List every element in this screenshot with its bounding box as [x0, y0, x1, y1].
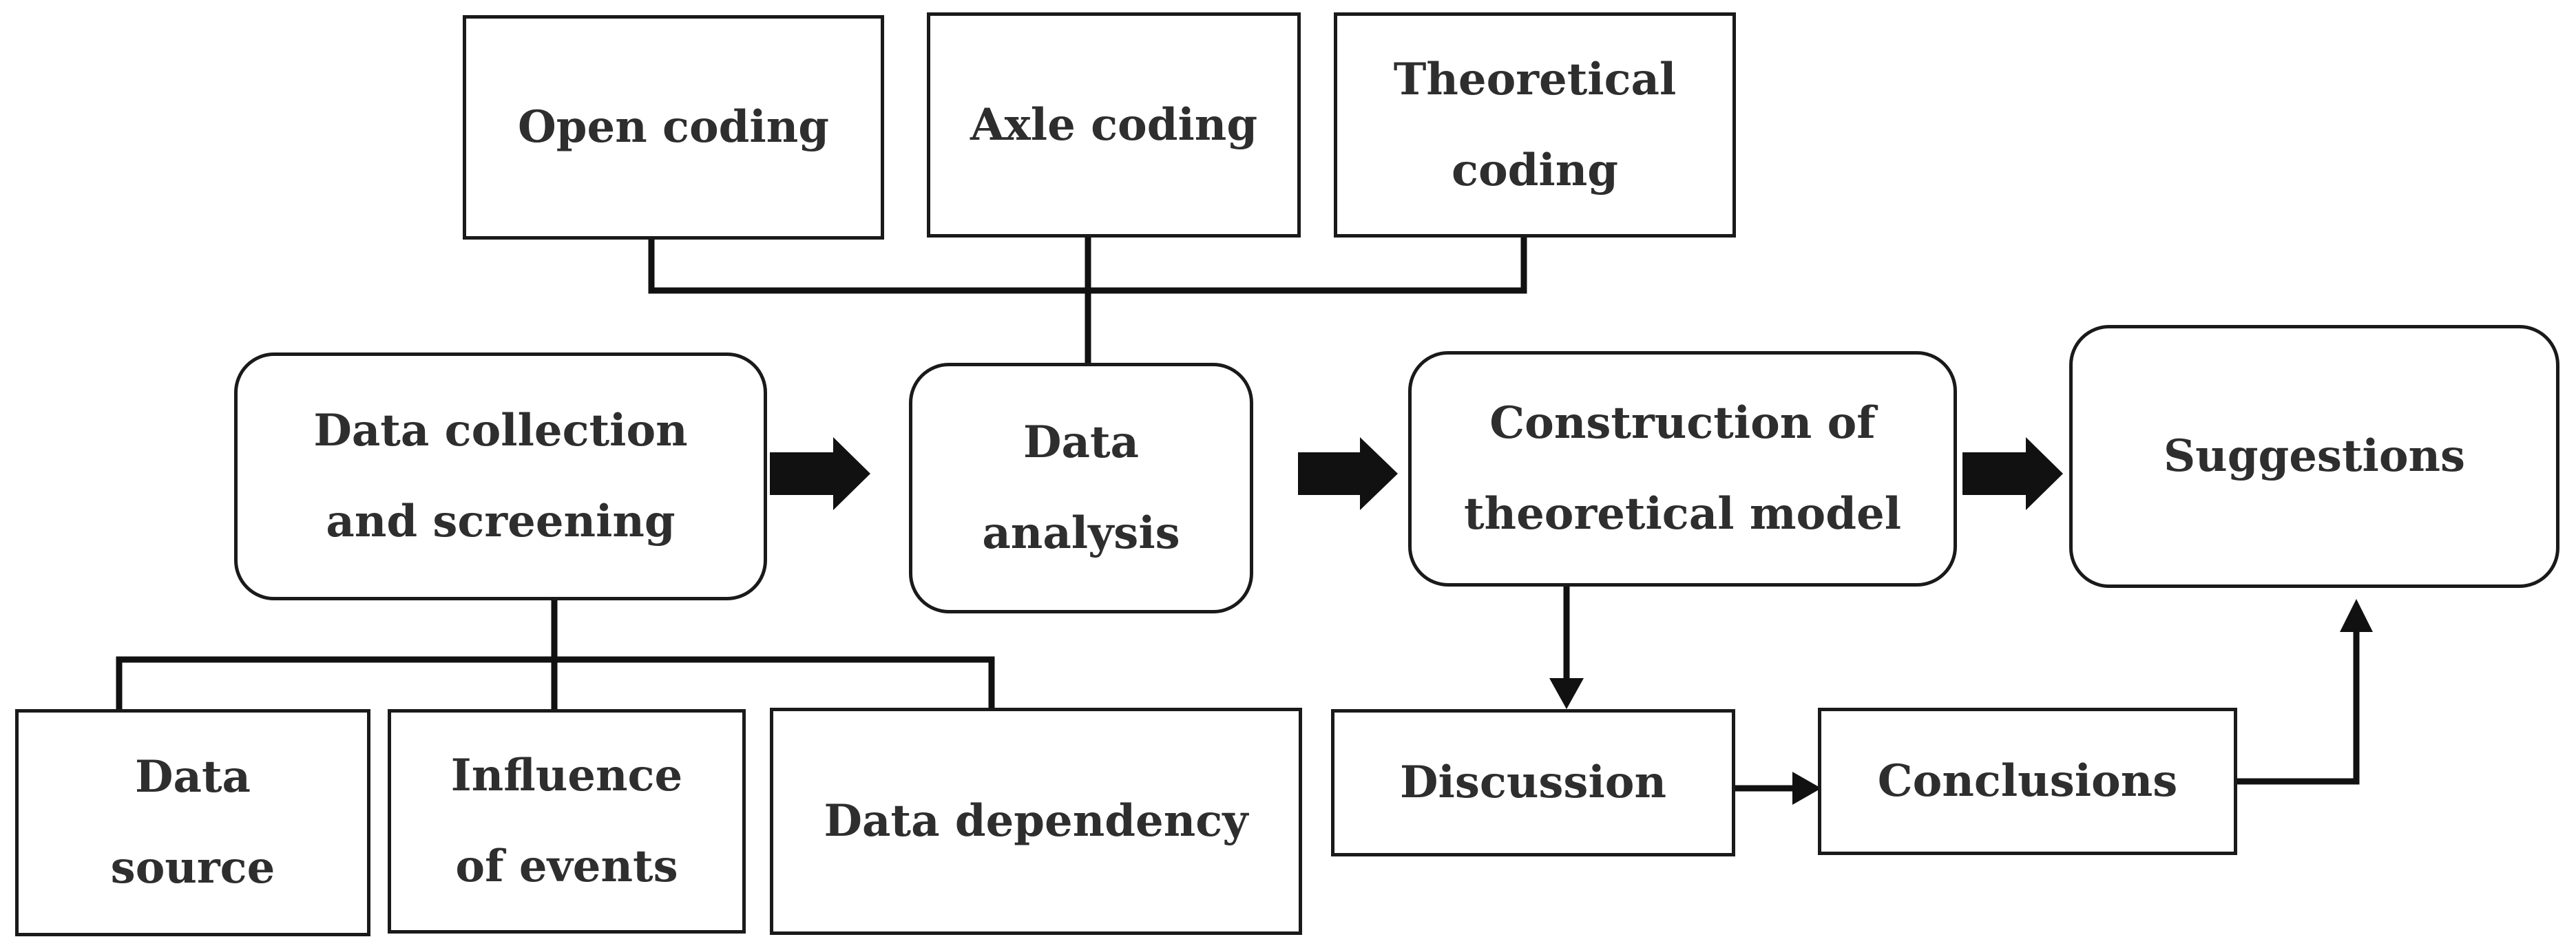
discussion-box: Discussion — [1331, 709, 1735, 856]
conclusions-label: Conclusions — [1877, 755, 2178, 807]
axle-coding-label: Axle coding — [970, 98, 1258, 151]
conclusions-box: Conclusions — [1818, 708, 2237, 855]
suggestions-label: Suggestions — [2163, 430, 2466, 482]
block-arrow-analysis-to-model — [1298, 437, 1398, 510]
open-coding-label: Open coding — [517, 101, 830, 153]
data-dependency-label: Data dependency — [824, 795, 1248, 847]
construction-model-label-line1: Construction of — [1489, 397, 1876, 449]
suggestions-box: Suggestions — [2069, 325, 2559, 588]
data-collection-box: Data collection and screening — [234, 352, 767, 600]
data-source-label-line1: Data — [135, 751, 251, 803]
model-to-discussion-arrow — [1549, 587, 1584, 709]
influence-events-label-line2: of events — [455, 841, 678, 892]
data-analysis-label-line1: Data — [1023, 417, 1139, 468]
data-source-label-line2: source — [110, 842, 275, 894]
influence-events-box: Influence of events — [388, 709, 746, 934]
data-collection-label-line2: and screening — [326, 496, 676, 547]
data-analysis-label-line2: analysis — [982, 507, 1180, 559]
coding-bracket — [648, 235, 1527, 367]
data-source-box: Data source — [15, 709, 370, 936]
block-arrow-model-to-suggestions — [1962, 437, 2063, 510]
discussion-label: Discussion — [1400, 757, 1666, 808]
data-collection-label-line1: Data collection — [313, 405, 688, 456]
conclusions-to-suggestions-arrow — [2234, 599, 2373, 785]
construction-model-label-line2: theoretical model — [1463, 488, 1902, 540]
theoretical-coding-box: Theoretical coding — [1334, 12, 1736, 238]
construction-model-box: Construction of theoretical model — [1408, 351, 1957, 587]
theoretical-coding-label-line2: coding — [1452, 144, 1618, 196]
data-analysis-box: Data analysis — [909, 363, 1253, 613]
open-coding-box: Open coding — [463, 15, 884, 240]
axle-coding-box: Axle coding — [927, 12, 1301, 238]
theoretical-coding-label-line1: Theoretical — [1393, 53, 1677, 105]
block-arrow-collection-to-analysis — [770, 437, 870, 510]
influence-events-label-line1: Influence — [450, 750, 683, 801]
data-dependency-box: Data dependency — [770, 708, 1302, 935]
discussion-to-conclusions-arrow — [1735, 772, 1821, 805]
collection-bracket — [116, 596, 995, 713]
